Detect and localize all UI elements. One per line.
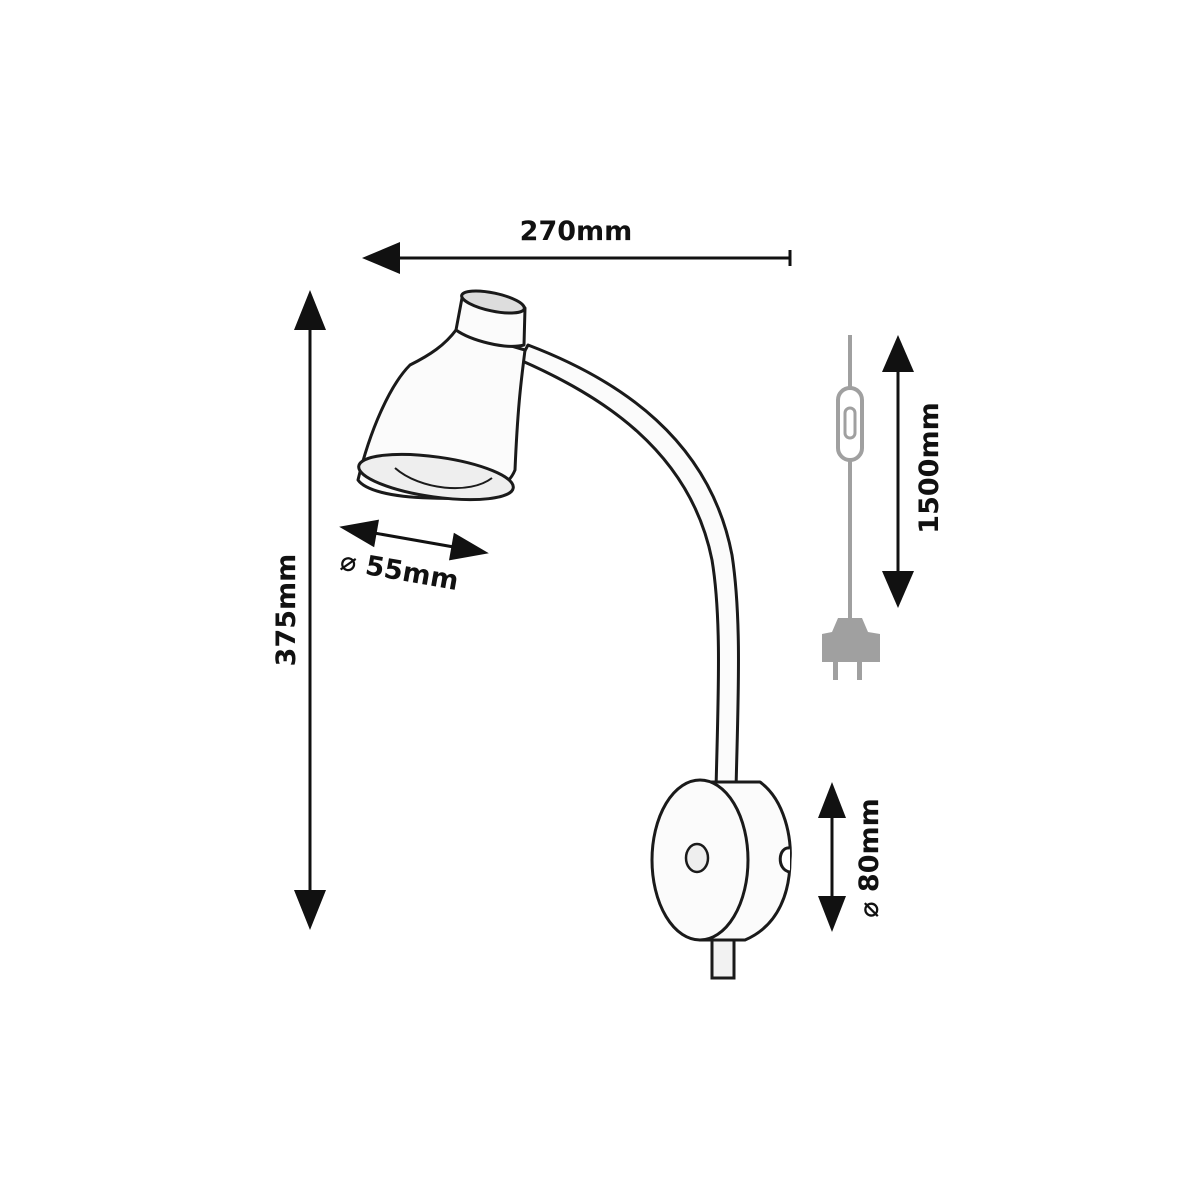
cable-illustration [822, 335, 880, 680]
shade-right-arrowhead-icon [448, 532, 489, 561]
base-bottom-arrowhead-icon [818, 896, 846, 932]
cable-length-label: 1500mm [914, 402, 945, 533]
base-diameter-label: ⌀ 80mm [854, 798, 885, 918]
cable-length-dimension: 1500mm [882, 335, 945, 608]
base-diameter-dimension: ⌀ 80mm [818, 782, 885, 932]
width-label: 270mm [520, 216, 633, 247]
shade-left-arrowhead-icon [339, 519, 380, 548]
lamp-illustration [356, 289, 792, 980]
shade-diameter-label: ⌀ 55mm [338, 546, 461, 597]
inline-switch-icon [836, 386, 864, 462]
base-notch [778, 846, 791, 874]
shade-opening [357, 452, 515, 502]
shade-arrow-line [370, 530, 458, 550]
base-top-arrowhead-icon [818, 782, 846, 818]
cable-top-arrowhead-icon [882, 335, 914, 372]
cable-bottom-arrowhead-icon [882, 571, 914, 608]
height-bottom-arrowhead-icon [294, 890, 326, 930]
base-screw-icon [684, 842, 710, 874]
width-arrowhead-icon [362, 242, 400, 274]
height-top-arrowhead-icon [294, 290, 326, 330]
flexible-arm [518, 343, 740, 792]
shade-diameter-dimension: ⌀ 55mm [338, 519, 489, 597]
width-dimension: 270mm [362, 216, 792, 274]
base-cable-exit [710, 938, 736, 980]
plug-icon [822, 618, 880, 662]
height-label: 375mm [271, 554, 302, 667]
height-dimension: 375mm [271, 290, 326, 930]
